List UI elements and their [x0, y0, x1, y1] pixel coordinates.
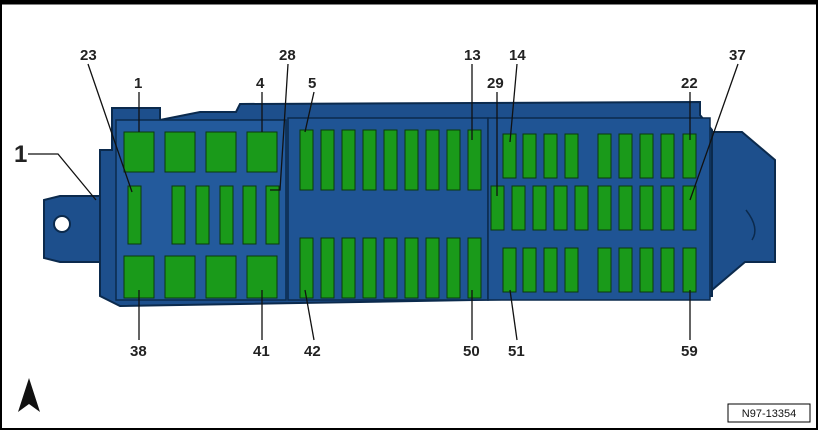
fuse-22: [446, 129, 461, 191]
label-51: 51: [508, 343, 525, 360]
label-59: 59: [681, 343, 698, 360]
fuse-56: [597, 247, 612, 293]
fuse-44: [532, 185, 547, 231]
fuse-33: [502, 133, 517, 179]
fuse-32: [467, 237, 482, 299]
label-29: 29: [487, 75, 504, 92]
fuse-16: [320, 129, 335, 191]
fuse-49: [639, 185, 654, 231]
label-14: 14: [509, 47, 526, 64]
fuse-28: [383, 237, 398, 299]
label-42: 42: [304, 343, 321, 360]
fuse-37: [597, 133, 612, 179]
fuse-36: [564, 133, 579, 179]
label-38: 38: [130, 343, 147, 360]
fuse-55: [564, 247, 579, 293]
mounting-hole: [53, 215, 71, 233]
fuse-38: [618, 133, 633, 179]
fuse-58: [639, 247, 654, 293]
label-28: 28: [279, 47, 296, 64]
fuse-13: [242, 185, 257, 245]
label-5: 5: [308, 75, 316, 92]
figure-ref-box: [727, 403, 811, 423]
fuse-45: [553, 185, 568, 231]
arrow-up-icon: [18, 378, 40, 412]
label-50: 50: [463, 343, 480, 360]
label-22: 22: [681, 75, 698, 92]
label-4: 4: [256, 75, 265, 92]
fuse-15: [299, 129, 314, 191]
fuse-9: [127, 185, 142, 245]
fuse-53: [522, 247, 537, 293]
label-13: 13: [464, 47, 481, 64]
fuse-60: [682, 247, 697, 293]
fuse-19: [383, 129, 398, 191]
fuse-12: [219, 185, 234, 245]
fuse-51: [682, 185, 697, 231]
fuse-3: [205, 131, 237, 173]
fuse-14: [265, 185, 280, 245]
fuse-52: [502, 247, 517, 293]
label-41: 41: [253, 343, 270, 360]
fuse-35: [543, 133, 558, 179]
fuse-1: [123, 131, 155, 173]
fuse-6: [164, 255, 196, 299]
fuse-17: [341, 129, 356, 191]
fuse-57: [618, 247, 633, 293]
fuse-46: [574, 185, 589, 231]
fuse-20: [404, 129, 419, 191]
label-23: 23: [80, 47, 97, 64]
fuse-39: [639, 133, 654, 179]
fuse-54: [543, 247, 558, 293]
fuse-43: [511, 185, 526, 231]
fuse-48: [618, 185, 633, 231]
figure-ref: N97-13354: [742, 408, 796, 420]
fuse-41: [682, 133, 697, 179]
fuse-4: [246, 131, 278, 173]
fuse-29: [404, 237, 419, 299]
fuse-31: [446, 237, 461, 299]
fuse-21: [425, 129, 440, 191]
fuse-47: [597, 185, 612, 231]
fuse-23: [467, 129, 482, 191]
fuse-25: [320, 237, 335, 299]
fuse-10: [171, 185, 186, 245]
fuse-27: [362, 237, 377, 299]
fuse-26: [341, 237, 356, 299]
fuse-50: [660, 185, 675, 231]
label-1: 1: [134, 75, 142, 92]
fuse-18: [362, 129, 377, 191]
housing-label: 1: [14, 141, 27, 168]
fuse-59: [660, 247, 675, 293]
fuse-30: [425, 237, 440, 299]
leader-lines: [28, 63, 739, 341]
fuse-24: [299, 237, 314, 299]
fuse-2: [164, 131, 196, 173]
fuse-34: [522, 133, 537, 179]
label-37: 37: [729, 47, 746, 64]
fuse-40: [660, 133, 675, 179]
fuse-7: [205, 255, 237, 299]
fuse-11: [195, 185, 210, 245]
fuse-array: [123, 129, 697, 299]
